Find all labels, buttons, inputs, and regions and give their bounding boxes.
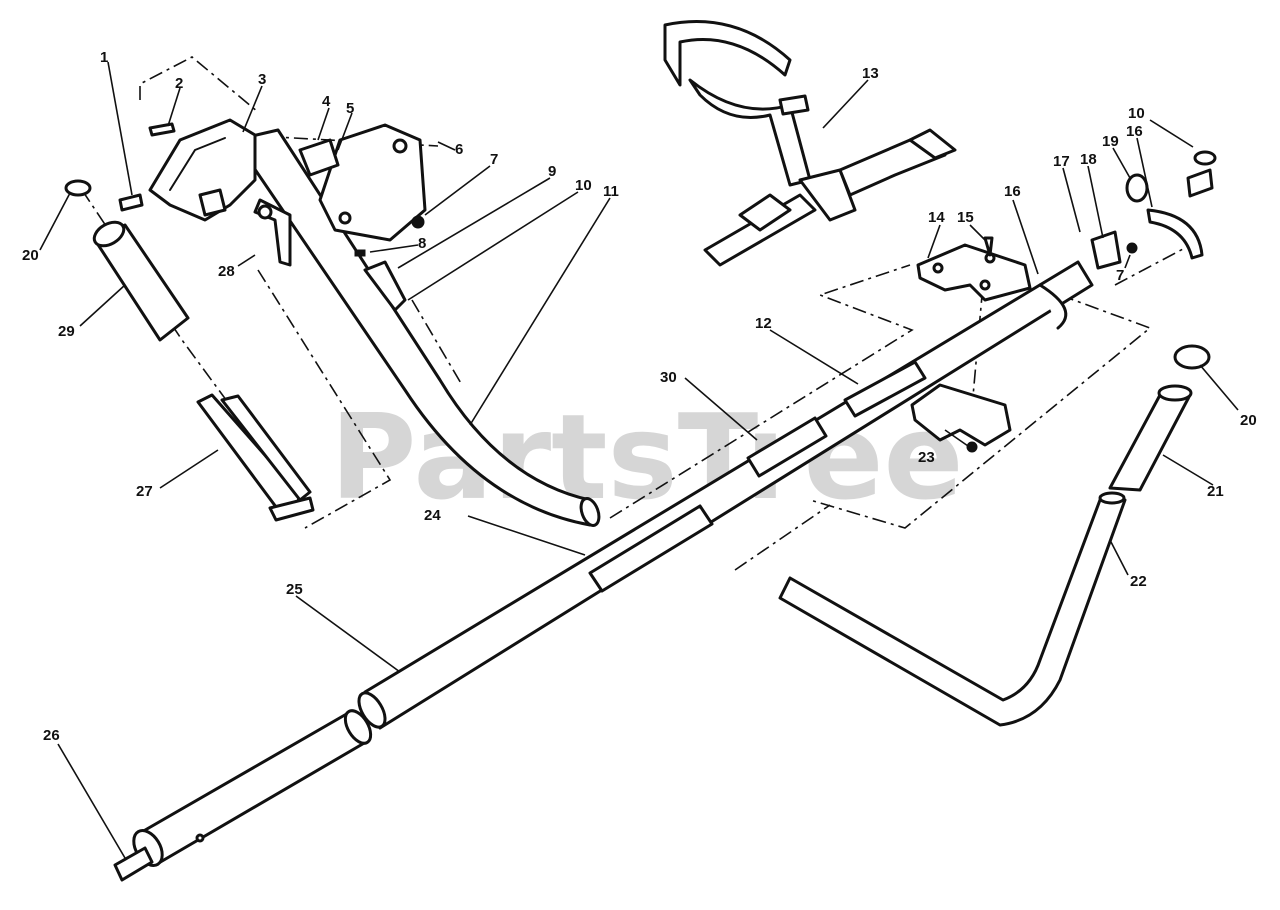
callout-18: 18 xyxy=(1080,151,1097,168)
end-cap-20b xyxy=(1173,344,1211,370)
callout-3: 3 xyxy=(258,71,266,88)
callout-1: 1 xyxy=(100,49,108,66)
callout-21: 21 xyxy=(1207,483,1224,500)
nut-23 xyxy=(966,441,978,453)
callout-10: 10 xyxy=(575,177,592,194)
callout-labels: 1 2 3 4 5 6 7 8 9 10 11 12 13 14 15 16 1… xyxy=(22,49,1257,744)
spring-9 xyxy=(363,260,407,312)
end-cap-20 xyxy=(64,179,92,197)
callout-25: 25 xyxy=(286,581,303,598)
callout-11: 11 xyxy=(603,183,619,200)
clip-assembly xyxy=(1038,150,1217,330)
callout-23: 23 xyxy=(918,449,935,466)
bolt-15 xyxy=(983,236,994,257)
callout-7-nut: 7 xyxy=(1116,267,1124,284)
callout-24: 24 xyxy=(424,507,441,524)
harness-13 xyxy=(663,20,957,267)
callout-13: 13 xyxy=(862,65,879,82)
leader-lines xyxy=(39,61,1239,859)
callout-12: 12 xyxy=(755,315,772,332)
shaft-decal-12 xyxy=(843,360,927,418)
callout-16: 16 xyxy=(1004,183,1021,200)
screw-2 xyxy=(148,122,176,137)
grip-21 xyxy=(1108,393,1192,492)
nut-7 xyxy=(411,215,425,229)
clamp-14 xyxy=(916,236,1032,302)
screw-1 xyxy=(118,193,144,212)
callout-8: 8 xyxy=(418,235,426,252)
callout-19: 19 xyxy=(1102,133,1119,150)
shaft-decal xyxy=(588,504,714,593)
callout-29: 29 xyxy=(58,323,75,340)
spring-8 xyxy=(354,249,366,257)
front-handle-tube xyxy=(233,128,601,527)
callout-27: 27 xyxy=(136,483,153,500)
callout-7: 7 xyxy=(490,151,498,168)
ring-19 xyxy=(1125,173,1149,203)
callout-5: 5 xyxy=(346,100,354,117)
nut-7b xyxy=(1126,242,1138,254)
callout-20-rear: 20 xyxy=(1240,412,1257,429)
callout-6: 6 xyxy=(455,141,463,158)
clip-18 xyxy=(1090,230,1122,270)
callout-15: 15 xyxy=(957,209,974,226)
main-shaft xyxy=(113,260,1094,882)
shaft-decal-30 xyxy=(746,416,828,478)
clamp-23 xyxy=(910,383,1012,453)
housing-cover xyxy=(318,123,427,242)
switch-4 xyxy=(298,138,340,177)
drive-shaft-end xyxy=(113,846,154,882)
trigger-28 xyxy=(253,198,292,267)
callout-14: 14 xyxy=(928,209,945,226)
spring-10b xyxy=(1186,168,1214,198)
callout-28: 28 xyxy=(218,263,235,280)
callout-20: 20 xyxy=(22,247,39,264)
callout-2: 2 xyxy=(175,75,183,92)
callout-30: 30 xyxy=(660,369,677,386)
clip-16 xyxy=(1146,208,1204,260)
rear-handle xyxy=(778,344,1211,727)
grip-29 xyxy=(64,179,190,342)
callout-4: 4 xyxy=(322,93,331,110)
callout-26: 26 xyxy=(43,727,60,744)
callout-9: 9 xyxy=(548,163,556,180)
callout-17: 17 xyxy=(1053,153,1070,170)
bracket-27 xyxy=(196,393,315,522)
throttle-housing xyxy=(118,118,427,312)
callout-16-clip: 16 xyxy=(1126,123,1143,140)
callout-10-spring: 10 xyxy=(1128,105,1145,122)
callout-22: 22 xyxy=(1130,573,1147,590)
